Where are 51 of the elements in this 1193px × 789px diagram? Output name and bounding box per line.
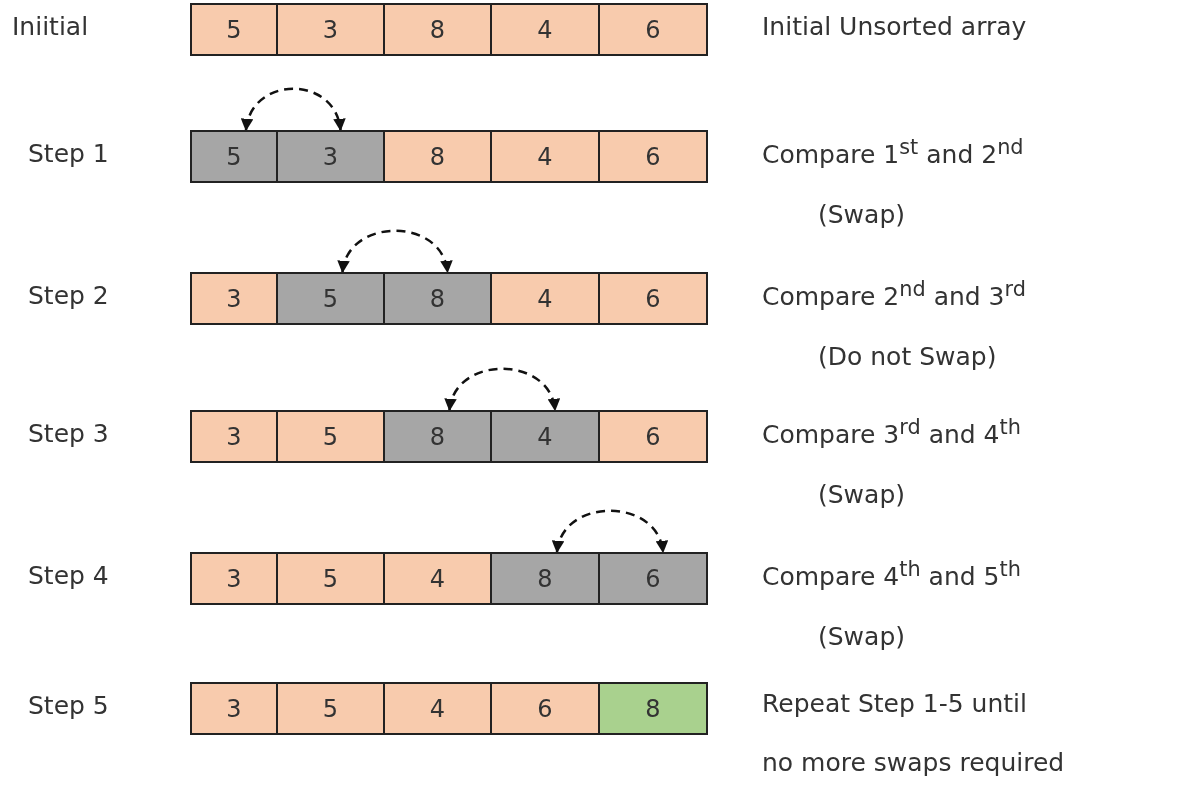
swap-arrow <box>553 509 667 554</box>
row-label: Step 3 <box>28 419 109 449</box>
step-description: no more swaps required <box>762 748 1065 778</box>
array-cell: 4 <box>383 682 492 735</box>
swap-arrow <box>339 229 451 274</box>
step-note: (Do not Swap) <box>818 342 997 372</box>
row-label: Step 4 <box>28 561 109 591</box>
array-cell: 3 <box>276 130 385 183</box>
step-description: Repeat Step 1-5 until <box>762 689 1027 719</box>
array-cell: 8 <box>598 682 708 735</box>
array-cell: 3 <box>190 410 278 463</box>
step-description: Compare 2$^{nd}$ and 3$^{rd}$ <box>762 277 1026 313</box>
row-label: Step 5 <box>28 691 109 721</box>
array-cell: 3 <box>190 272 278 325</box>
array-cell: 4 <box>490 130 600 183</box>
array-cell: 8 <box>383 272 492 325</box>
array-cell: 5 <box>190 3 278 56</box>
array-cell: 4 <box>383 552 492 605</box>
array-cell: 8 <box>490 552 600 605</box>
row-label: Step 2 <box>28 281 109 311</box>
array-cell: 5 <box>276 552 385 605</box>
step-note: (Swap) <box>818 200 905 230</box>
array-cell: 8 <box>383 130 492 183</box>
step-note: (Swap) <box>818 480 905 510</box>
array-cell: 5 <box>276 272 385 325</box>
array-cell: 4 <box>490 410 600 463</box>
array-cell: 4 <box>490 3 600 56</box>
step-note: (Swap) <box>818 622 905 652</box>
array-cell: 6 <box>598 130 708 183</box>
step-description: Compare 3$^{rd}$ and 4$^{th}$ <box>762 415 1021 451</box>
swap-arrow <box>446 367 559 412</box>
array-cell: 6 <box>598 272 708 325</box>
array-cell: 8 <box>383 410 492 463</box>
row-label: Iniitial <box>12 12 89 42</box>
array-cell: 5 <box>276 682 385 735</box>
row-label: Step 1 <box>28 139 109 169</box>
step-description: Initial Unsorted array <box>762 12 1027 42</box>
step-description: Compare 1$^{st}$ and 2$^{nd}$ <box>762 135 1024 171</box>
array-cell: 6 <box>490 682 600 735</box>
array-cell: 4 <box>490 272 600 325</box>
array-cell: 6 <box>598 552 708 605</box>
step-description: Compare 4$^{th}$ and 5$^{th}$ <box>762 557 1021 593</box>
array-cell: 3 <box>276 3 385 56</box>
array-cell: 8 <box>383 3 492 56</box>
array-cell: 3 <box>190 682 278 735</box>
array-cell: 5 <box>190 130 278 183</box>
swap-arrow <box>242 87 345 132</box>
array-cell: 6 <box>598 410 708 463</box>
array-cell: 3 <box>190 552 278 605</box>
array-cell: 6 <box>598 3 708 56</box>
array-cell: 5 <box>276 410 385 463</box>
